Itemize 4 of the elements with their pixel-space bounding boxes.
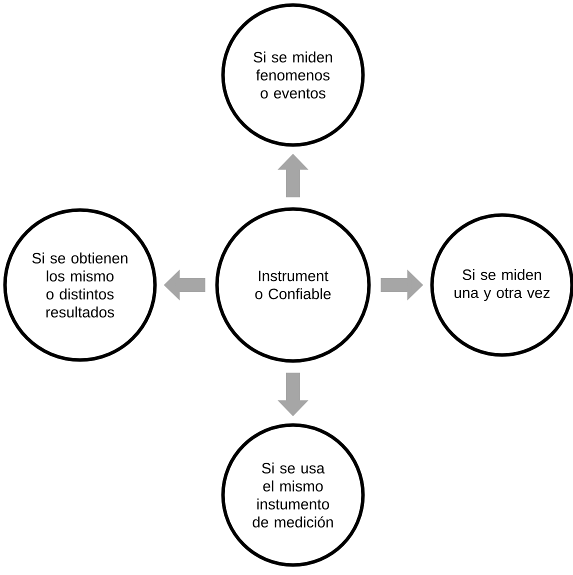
circle-node: Instrument o Confiable: [215, 207, 371, 363]
circle-node: Si se usa el mismo instumento de medición: [221, 423, 365, 567]
circle-node: Si se obtienen los mismo o distintos resultados: [3, 208, 157, 362]
circle-node: Si se miden fenomenos o eventos: [221, 3, 365, 147]
